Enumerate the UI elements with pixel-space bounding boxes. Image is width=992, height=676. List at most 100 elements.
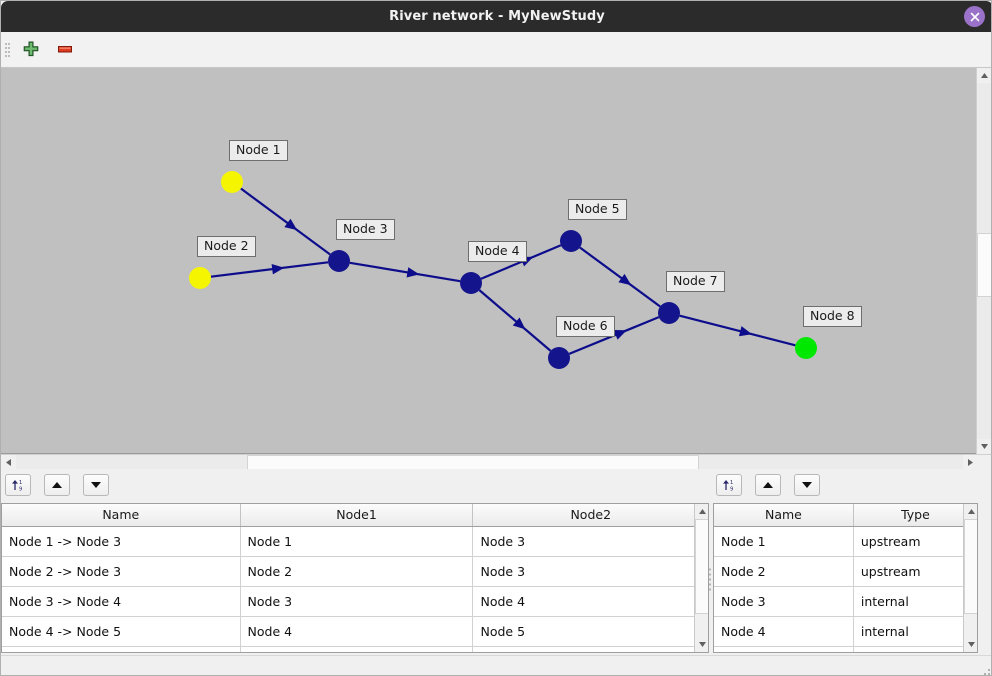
node-cell[interactable]: internal bbox=[853, 586, 977, 617]
close-icon[interactable] bbox=[964, 6, 985, 27]
graph-node[interactable] bbox=[560, 230, 582, 252]
branch-cell-empty[interactable] bbox=[2, 646, 241, 652]
branch-triangle-down-icon[interactable] bbox=[83, 474, 110, 496]
branch-scroll-thumb[interactable] bbox=[695, 519, 708, 614]
scroll-up-icon[interactable] bbox=[977, 68, 991, 83]
node-column-header[interactable]: Name bbox=[714, 504, 854, 527]
graph-edge[interactable] bbox=[679, 314, 796, 347]
branch-column-header[interactable]: Node2 bbox=[472, 504, 708, 527]
table-row-empty[interactable] bbox=[714, 646, 977, 652]
node-cell-empty[interactable] bbox=[853, 646, 977, 652]
node-cell[interactable]: upstream bbox=[853, 556, 977, 587]
network-graph[interactable] bbox=[1, 68, 978, 454]
branch-column-header[interactable]: Node1 bbox=[240, 504, 474, 527]
node-cell[interactable]: Node 3 bbox=[714, 586, 854, 617]
canvas-horizontal-scrollbar[interactable] bbox=[1, 454, 991, 470]
branch-table-scrollbar[interactable] bbox=[694, 504, 708, 652]
graph-node[interactable] bbox=[189, 267, 211, 289]
node-column-header[interactable]: Type bbox=[853, 504, 977, 527]
node-triangle-down-icon[interactable] bbox=[794, 474, 821, 496]
table-row-empty[interactable] bbox=[2, 646, 708, 652]
graph-node-label[interactable]: Node 3 bbox=[336, 219, 395, 240]
graph-node-label[interactable]: Node 2 bbox=[197, 236, 256, 257]
node-scroll-thumb[interactable] bbox=[964, 519, 977, 614]
scroll-right-icon[interactable] bbox=[963, 455, 978, 470]
branch-cell[interactable]: Node 2 bbox=[240, 556, 474, 587]
branch-sort-arrows-icon[interactable]: 1 9 bbox=[5, 474, 31, 496]
graph-node-label[interactable]: Node 8 bbox=[803, 306, 862, 327]
graph-edge[interactable] bbox=[579, 246, 661, 308]
hscroll-thumb[interactable] bbox=[247, 455, 699, 470]
canvas-vertical-scrollbar[interactable] bbox=[976, 68, 991, 454]
branch-cell[interactable]: Node 4 -> Node 5 bbox=[2, 616, 241, 647]
resize-grip[interactable] bbox=[980, 665, 990, 675]
branch-cell[interactable]: Node 3 -> Node 4 bbox=[2, 586, 241, 617]
graph-node-label[interactable]: Node 4 bbox=[468, 241, 527, 262]
branch-cell[interactable]: Node 3 bbox=[472, 526, 708, 557]
red-minus-icon[interactable] bbox=[53, 39, 77, 61]
node-scroll-up-icon[interactable] bbox=[964, 504, 977, 519]
node-scroll-down-icon[interactable] bbox=[964, 637, 977, 652]
graph-node-label[interactable]: Node 7 bbox=[666, 271, 725, 292]
branch-cell[interactable]: Node 1 -> Node 3 bbox=[2, 526, 241, 557]
node-table-scrollbar[interactable] bbox=[963, 504, 977, 652]
graph-node-label[interactable]: Node 6 bbox=[556, 316, 615, 337]
graph-edge[interactable] bbox=[210, 261, 329, 278]
branch-cell-empty[interactable] bbox=[240, 646, 474, 652]
node-cell[interactable]: Node 2 bbox=[714, 556, 854, 587]
branch-cell[interactable]: Node 1 bbox=[240, 526, 474, 557]
node-cell-empty[interactable] bbox=[714, 646, 854, 652]
graph-edge[interactable] bbox=[478, 289, 552, 352]
scroll-down-icon[interactable] bbox=[977, 439, 991, 454]
graph-node[interactable] bbox=[658, 302, 680, 324]
graph-node[interactable] bbox=[548, 347, 570, 369]
main-toolbar bbox=[1, 32, 991, 68]
branch-triangle-up-icon[interactable] bbox=[44, 474, 71, 496]
node-cell[interactable]: Node 4 bbox=[714, 616, 854, 647]
branch-cell[interactable]: Node 3 bbox=[472, 556, 708, 587]
branch-cell[interactable]: Node 3 bbox=[240, 586, 474, 617]
branch-cell-empty[interactable] bbox=[472, 646, 708, 652]
graph-node-label[interactable]: Node 1 bbox=[229, 140, 288, 161]
branch-cell[interactable]: Node 2 -> Node 3 bbox=[2, 556, 241, 587]
network-canvas[interactable]: Node 1 Node 2 Node 3 Node 4 Node 5 Node 6 Node… bbox=[1, 68, 991, 454]
graph-edge[interactable] bbox=[240, 187, 331, 256]
branch-cell[interactable]: Node 5 bbox=[472, 616, 708, 647]
graph-edge[interactable] bbox=[480, 244, 562, 280]
graph-node[interactable] bbox=[328, 250, 350, 272]
branch-scroll-up-icon[interactable] bbox=[695, 504, 708, 519]
branch-scroll-down-icon[interactable] bbox=[695, 637, 708, 652]
vertical-splitter[interactable] bbox=[709, 503, 712, 653]
vscroll-thumb[interactable] bbox=[977, 233, 991, 297]
node-sort-arrows-icon[interactable]: 1 9 bbox=[716, 474, 742, 496]
branch-column-header[interactable]: Name bbox=[2, 504, 241, 527]
scroll-left-icon[interactable] bbox=[1, 455, 16, 470]
graph-node-label[interactable]: Node 5 bbox=[568, 199, 627, 220]
branch-cell[interactable]: Node 4 bbox=[472, 586, 708, 617]
graph-node[interactable] bbox=[795, 337, 817, 359]
svg-text:9: 9 bbox=[730, 487, 733, 492]
branch-cell[interactable]: Node 4 bbox=[240, 616, 474, 647]
node-cell[interactable]: internal bbox=[853, 616, 977, 647]
node-cell[interactable]: Node 1 bbox=[714, 526, 854, 557]
node-cell[interactable]: upstream bbox=[853, 526, 977, 557]
graph-edge[interactable] bbox=[349, 261, 461, 283]
svg-text:1: 1 bbox=[730, 480, 733, 486]
node-triangle-up-icon[interactable] bbox=[755, 474, 782, 496]
green-plus-icon[interactable] bbox=[19, 39, 43, 61]
graph-node[interactable] bbox=[460, 272, 482, 294]
graph-node[interactable] bbox=[221, 171, 243, 193]
toolbar-grip[interactable] bbox=[5, 41, 10, 59]
